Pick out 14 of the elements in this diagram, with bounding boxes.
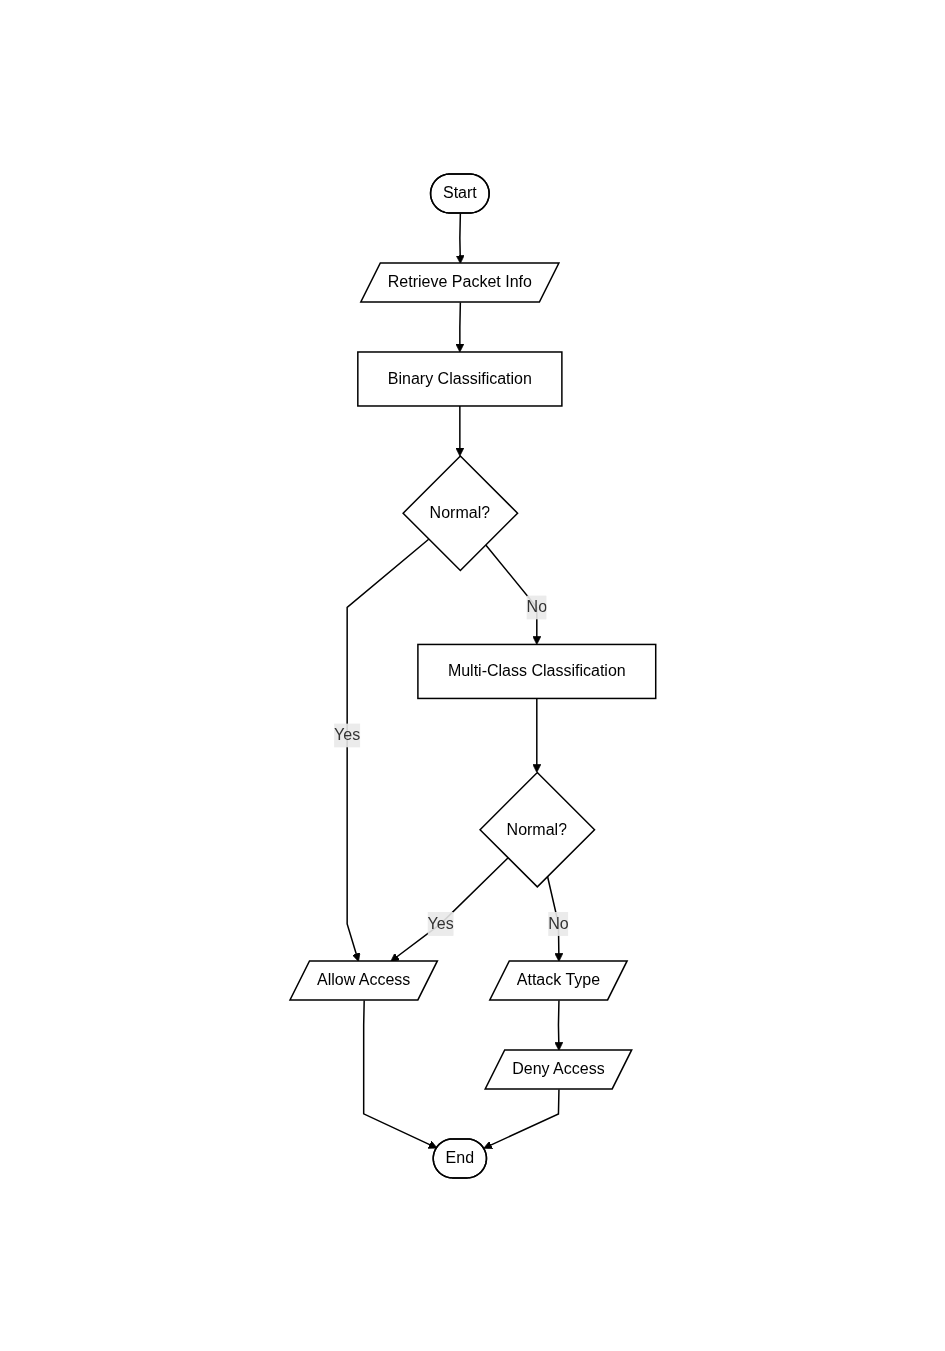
edge-label: No: [526, 598, 547, 615]
arrow: [362, 999, 438, 1149]
arrow: [455, 404, 464, 456]
edge-label: No: [547, 914, 569, 932]
node-diamond: Normal?: [401, 454, 519, 572]
node-diamond: Normal?: [478, 770, 596, 888]
edge-label: Yes: [427, 914, 454, 932]
arrow: [455, 301, 464, 352]
arrow: [483, 1088, 560, 1149]
node-box: Multi-Class Classification: [416, 643, 657, 699]
arrow: [484, 543, 541, 645]
node-box: Binary Classification: [356, 350, 563, 407]
edge-label: Yes: [333, 725, 360, 743]
arrow: [532, 697, 541, 773]
